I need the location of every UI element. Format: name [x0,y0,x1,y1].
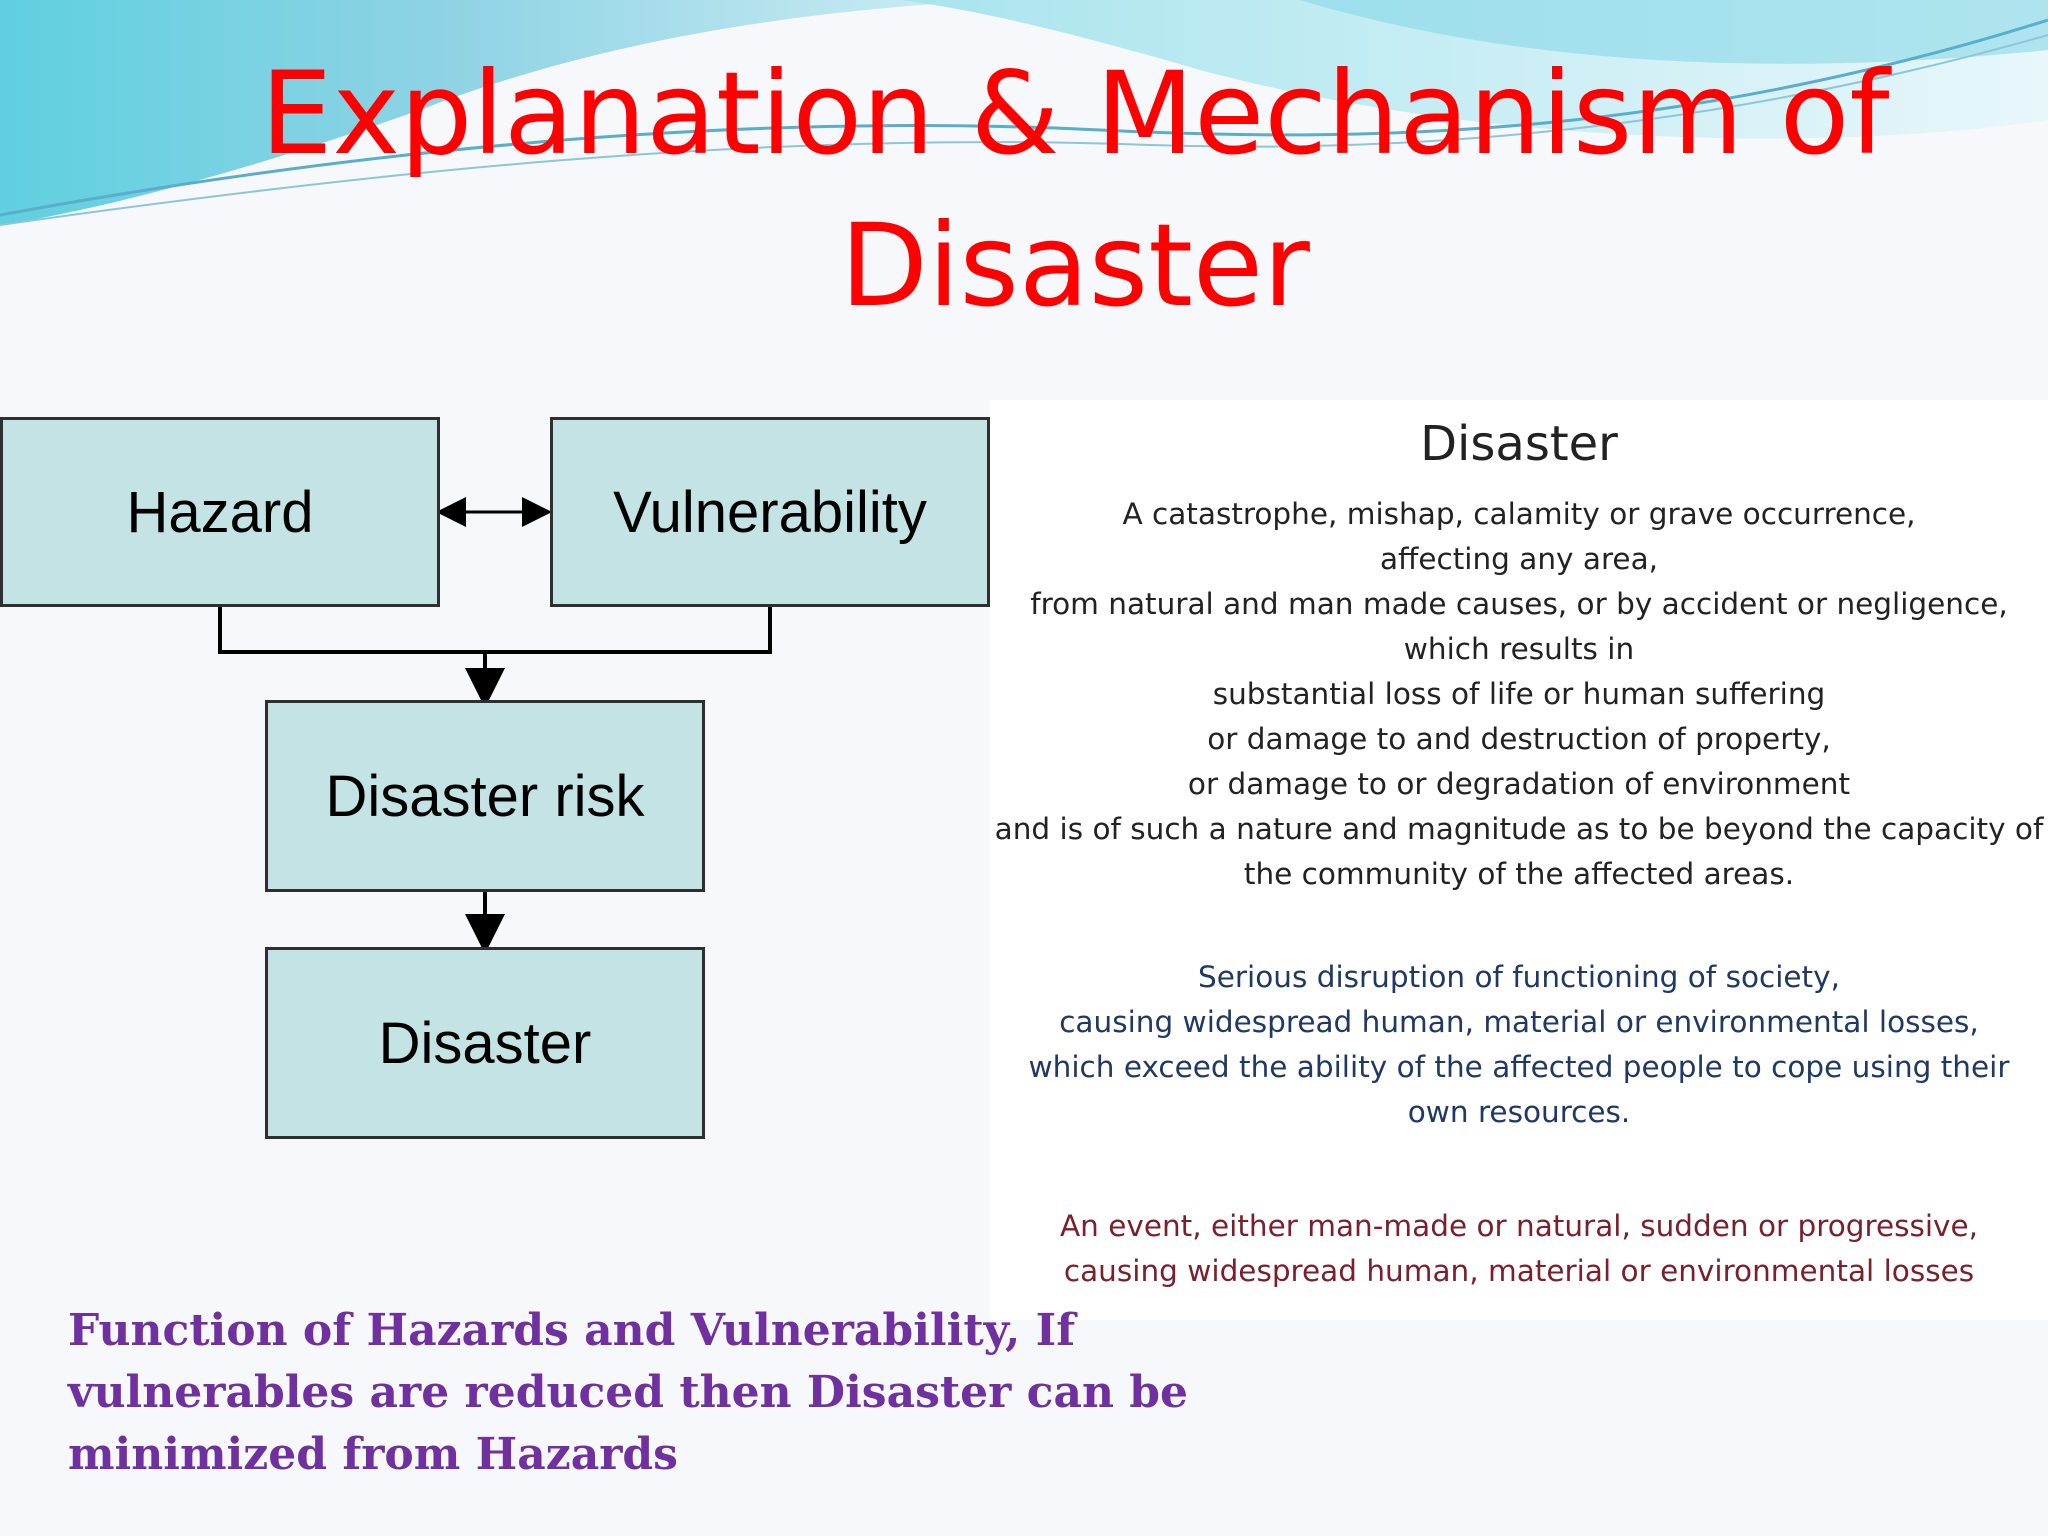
disaster-definitions-panel: Disaster A catastrophe, mishap, calamity… [990,400,2048,1320]
definition-line: A catastrophe, mishap, calamity or grave… [1122,497,1916,531]
definition-line: or damage to or degradation of environme… [1187,767,1851,801]
definition-line: Serious disruption of functioning of soc… [1198,960,1840,994]
slide-title-line-2: Disaster [840,199,1310,332]
definition-line: from natural and man made causes, or by … [1030,587,2008,621]
vulnerability-box: Vulnerability [550,417,990,607]
header-swoosh-decoration [0,0,2048,226]
caption-line-2: vulnerables are reduced then Disaster ca… [68,1367,1189,1418]
caption-line-3: minimized from Hazards [68,1429,678,1480]
disaster-risk-box: Disaster risk [265,700,705,892]
definition-block-3: An event, either man-made or natural, su… [990,1204,2048,1294]
definition-line: own resources. [1407,1095,1631,1129]
definition-line: or damage to and destruction of property… [1207,722,1831,756]
hazard-box: Hazard [0,417,440,607]
slide-title: Explanation & Mechanism of Disaster [160,38,1990,342]
definition-line: An event, either man-made or natural, su… [1059,1209,1979,1243]
definition-line: affecting any area, [1379,542,1659,576]
definition-line: substantial loss of life or human suffer… [1212,677,1826,711]
definition-block-2: Serious disruption of functioning of soc… [990,955,2048,1135]
definition-block-1: A catastrophe, mishap, calamity or grave… [990,492,2048,897]
disaster-box: Disaster [265,947,705,1139]
definition-line: the community of the affected areas. [1243,857,1795,891]
definitions-heading: Disaster [1420,416,1618,472]
hazard-vulnerability-diagram: Hazard Vulnerability Disaster risk Disas… [0,350,1000,1150]
summary-caption: Function of Hazards and Vulnerability, I… [68,1300,1218,1486]
merge-connector [218,606,772,654]
definition-line: and is of such a nature and magnitude as… [994,812,2044,846]
definition-line: causing widespread human, material or en… [1063,1254,1975,1288]
caption-line-1: Function of Hazards and Vulnerability, I… [68,1305,1076,1356]
definition-line: which results in [1403,632,1635,666]
diagram-connectors [218,497,772,954]
definition-line: which exceed the ability of the affected… [1028,1050,2010,1084]
definition-line: causing widespread human, material or en… [1059,1005,1979,1039]
slide-title-line-1: Explanation & Mechanism of [260,47,1890,180]
